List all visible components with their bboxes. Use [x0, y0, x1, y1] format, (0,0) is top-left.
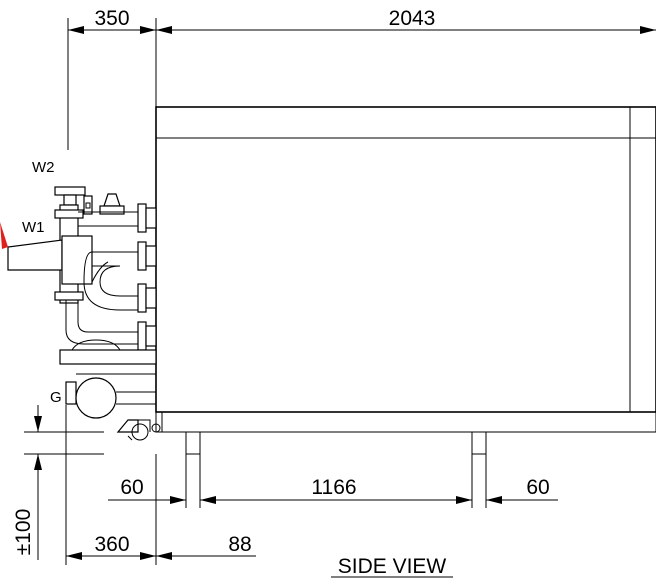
- label-w2: W2: [32, 159, 55, 176]
- pump-base: [59, 349, 157, 365]
- dim-1166: 1166: [311, 476, 356, 499]
- bottom-dimension-lines: [65, 405, 256, 565]
- vent-cap: [103, 193, 121, 207]
- dim-350: 350: [94, 7, 129, 30]
- inlet-housing: [61, 235, 93, 285]
- dim-plus-minus-100: ±100: [12, 509, 35, 556]
- dim-360: 360: [94, 533, 129, 556]
- top-valve-cap: [54, 186, 86, 196]
- label-w1: W1: [22, 219, 45, 236]
- top-dimension-lines: [67, 18, 656, 150]
- small-valve: [83, 195, 93, 215]
- vertical-dimension-lines: [24, 405, 104, 560]
- inlet-marker-icon: [0, 222, 8, 249]
- tank-legs: [185, 431, 487, 455]
- label-g: G: [50, 389, 62, 406]
- view-title: SIDE VIEW: [338, 555, 447, 578]
- leg-dimension-lines: [108, 454, 558, 565]
- g-connection-circle: [75, 377, 117, 419]
- wall-flanges: [137, 203, 157, 351]
- dim-88: 88: [228, 533, 251, 556]
- tank-body: [155, 106, 656, 413]
- dim-60-left: 60: [120, 476, 143, 499]
- inlet-cone: [7, 239, 63, 271]
- dim-2043: 2043: [389, 7, 436, 30]
- base-frame: [155, 411, 656, 433]
- dim-60-right: 60: [526, 476, 549, 499]
- pipework-assembly: [0, 186, 161, 441]
